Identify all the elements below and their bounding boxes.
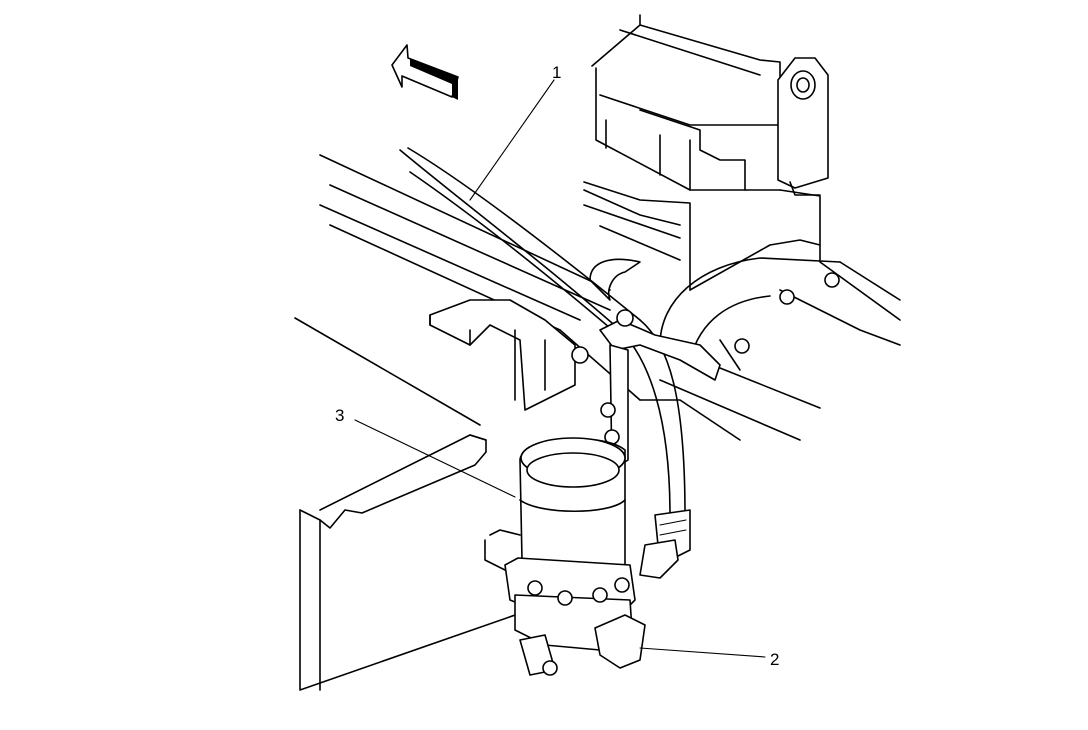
callout-3: 3 (335, 406, 344, 425)
hose-clamp (571, 309, 721, 471)
forward-arrow-icon (391, 44, 459, 100)
callout-leaders (354, 79, 766, 658)
air-compressor (484, 437, 646, 676)
callout-1: 1 (552, 63, 561, 82)
engine-block (583, 14, 829, 291)
callout-2: 2 (770, 650, 779, 669)
air-lines (399, 147, 691, 579)
